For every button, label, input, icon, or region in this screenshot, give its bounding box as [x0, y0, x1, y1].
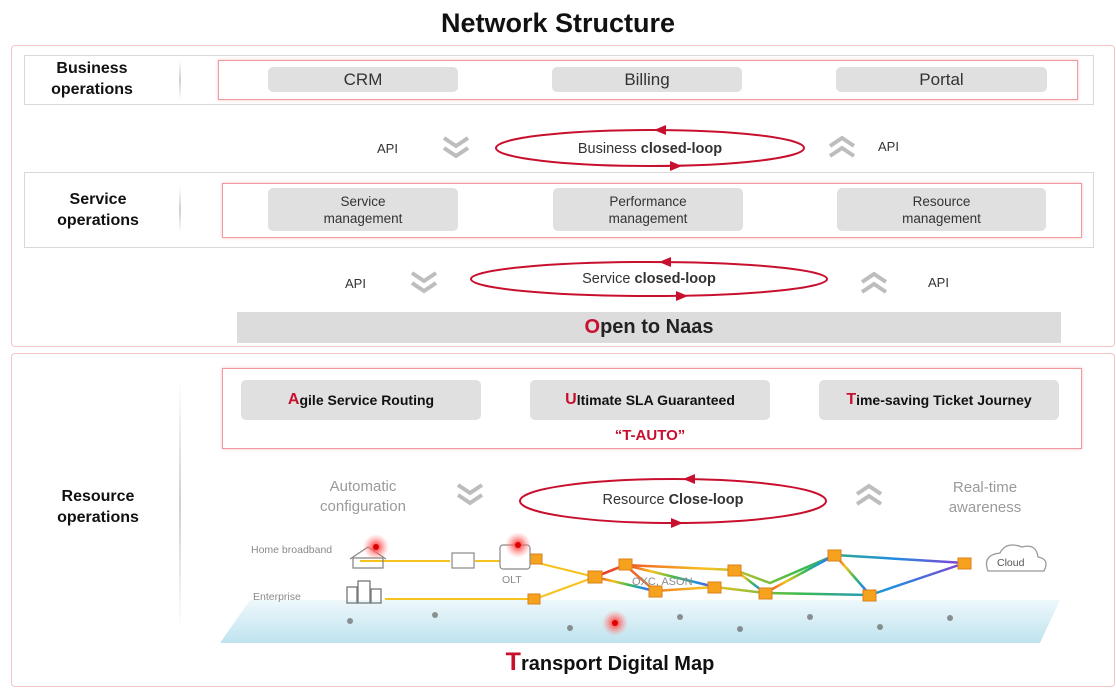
ultimate-initial: U: [565, 391, 577, 408]
orange-nodes: [527, 549, 972, 605]
service-divider: [179, 187, 181, 233]
service-loop-label: Service closed-loop: [466, 271, 832, 287]
enterprise-icon: [346, 580, 382, 604]
business-up-chevron-icon: [828, 135, 856, 158]
cloud-label: Cloud: [997, 557, 1025, 569]
tauto-label: “T-AUTO”: [614, 427, 686, 444]
service-down-chevron-icon: [410, 271, 438, 294]
service-loop-prefix: Service: [582, 271, 635, 287]
billing-pill: Billing: [552, 67, 742, 92]
service-label: Service operations: [57, 191, 139, 229]
real-time-awareness-text: Real-time awareness: [948, 479, 1022, 516]
timesaving-rest: ime-saving Ticket Journey: [856, 392, 1032, 408]
business-loop-bold: closed-loop: [640, 141, 723, 157]
timesaving-initial: T: [846, 391, 857, 408]
business-loop-ellipse: [495, 125, 805, 171]
map-floor: [220, 600, 1060, 643]
resource-loop-ellipse: [519, 474, 827, 528]
resource-up-chevron-icon: [855, 483, 883, 506]
home-broadband-label: Home broadband: [251, 544, 333, 556]
crm-pill: CRM: [268, 67, 458, 92]
automatic-configuration-text: Automatic configuration: [320, 478, 406, 515]
business-down-chevron-icon: [442, 136, 470, 159]
business-loop-label: Business closed-loop: [490, 141, 810, 157]
agile-initial: A: [287, 391, 300, 408]
oxc-ason-label: OXC, ASON: [632, 576, 693, 588]
map-title-initial: T: [505, 648, 521, 676]
resource-loop-prefix: Resource: [602, 492, 669, 508]
service-management-pill: Service management: [268, 188, 458, 231]
enterprise-label: Enterprise: [253, 591, 301, 603]
resource-down-chevron-icon: [456, 483, 484, 506]
resource-management-pill: Resource management: [837, 188, 1046, 231]
page-title: Network Structure: [440, 8, 676, 38]
olt-label: OLT: [502, 574, 522, 586]
agile-rest: gile Service Routing: [299, 392, 435, 408]
resource-label: Resource operations: [57, 488, 139, 526]
service-loop-bold: closed-loop: [634, 271, 716, 287]
service-loop-ellipse: [470, 257, 828, 301]
transport-digital-map-title: Transport Digital Map: [430, 648, 790, 677]
service-api-left: API: [345, 276, 366, 291]
transport-map-illustration: [220, 532, 1060, 643]
resource-divider: [179, 380, 181, 630]
map-title-rest: ransport Digital Map: [520, 653, 715, 675]
resource-loop-bold: Close-loop: [668, 492, 744, 508]
ultimate-rest: ltimate SLA Guaranteed: [576, 392, 735, 408]
performance-management-pill: Performance management: [553, 188, 743, 231]
ont-icon: [451, 552, 475, 569]
floor-nodes: [347, 612, 953, 632]
naas-rest: pen to Naas: [600, 316, 714, 338]
business-api-left: API: [377, 141, 398, 156]
cloud-icon: [985, 544, 1047, 572]
business-divider: [179, 60, 181, 100]
service-api-right: API: [928, 275, 949, 290]
business-api-right: API: [878, 139, 899, 154]
business-label: Business operations: [51, 60, 133, 98]
portal-pill: Portal: [836, 67, 1047, 92]
service-up-chevron-icon: [860, 271, 888, 294]
naas-initial: O: [584, 316, 601, 338]
business-loop-prefix: Business: [577, 141, 641, 157]
resource-loop-label: Resource Close-loop: [515, 492, 831, 508]
